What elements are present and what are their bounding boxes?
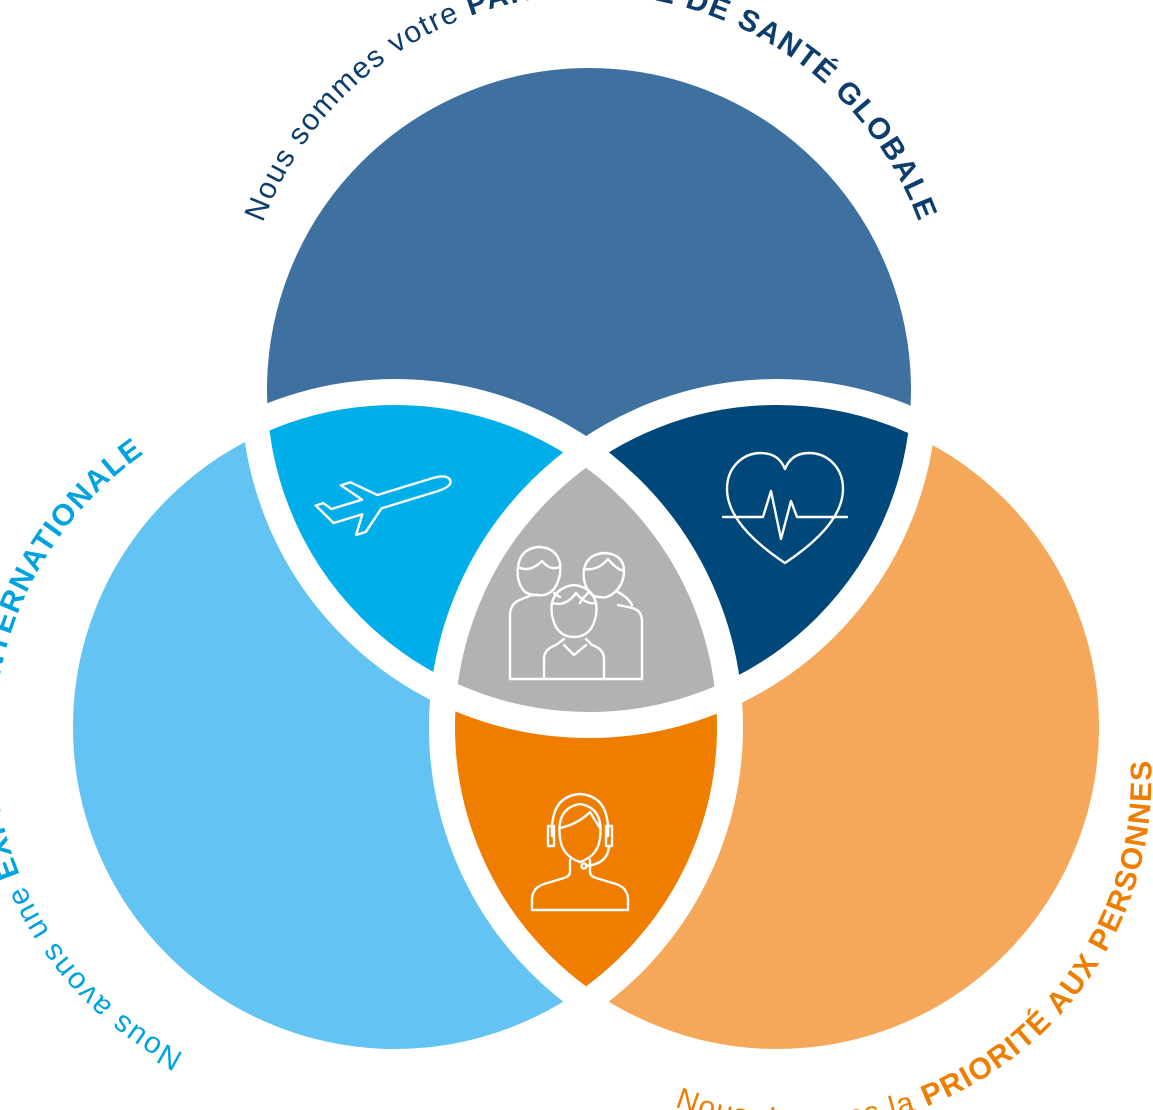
family-icon (508, 545, 644, 681)
label-right-normal: Nous donnons la (672, 1082, 929, 1110)
airplane-icon (314, 475, 452, 537)
circle-separators (47, 42, 1125, 1075)
heart-pulse-icon (721, 451, 849, 565)
headset-agent-icon (530, 792, 630, 912)
